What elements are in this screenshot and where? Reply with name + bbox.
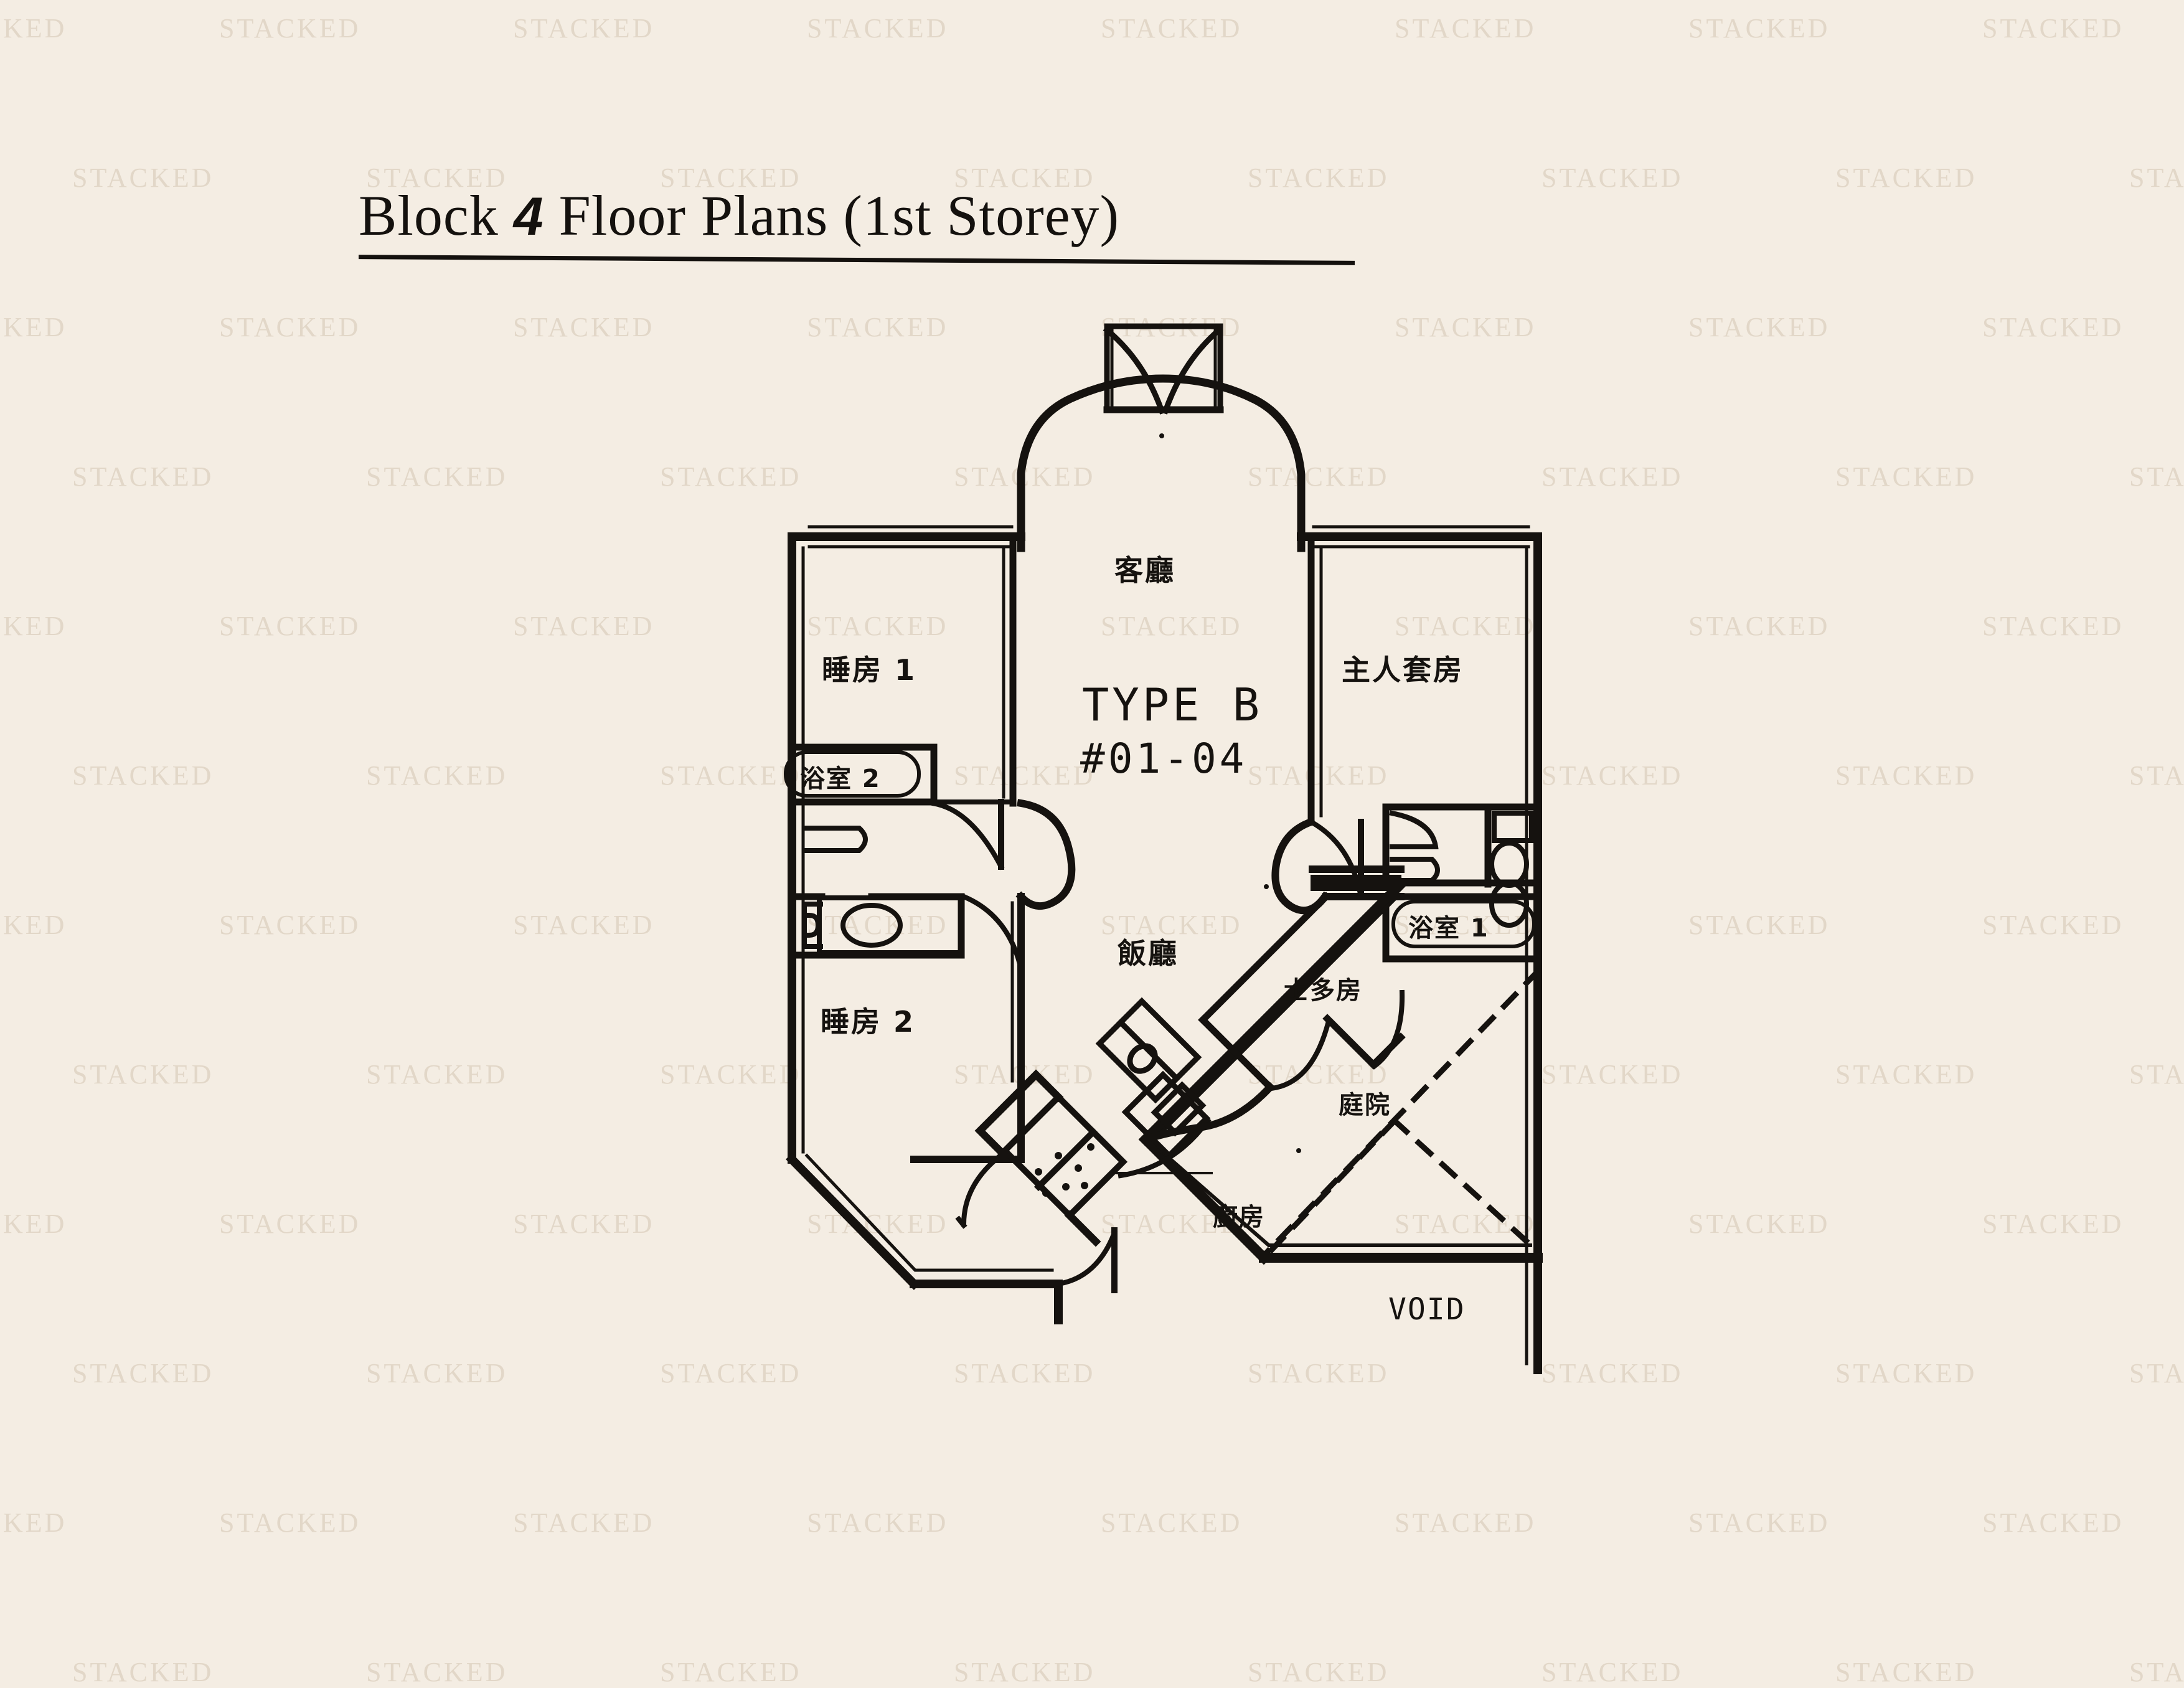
page-title: Block 4 Floor Plans (1st Storey) [359, 184, 1355, 265]
service-exterior-wall [974, 1069, 1101, 1247]
room-label-master: 主人套房 [1342, 653, 1464, 687]
watermark-text: STACKED [954, 1657, 1096, 1687]
room-label-bathroom2: 浴室 2 [800, 765, 881, 793]
store-room-door [1268, 1018, 1332, 1092]
unit-type-label: TYPE B [1082, 679, 1263, 731]
watermark-text: STACKED [1542, 1657, 1683, 1687]
room-label-bathroom1: 浴室 1 [1408, 914, 1489, 943]
unit-number-label: #01-04 [1080, 735, 1248, 783]
room-label-yard: 庭院 [1339, 1091, 1391, 1120]
watermark-text: STACKED [1248, 1657, 1390, 1687]
room-label-kitchen: 廚房 [1213, 1203, 1265, 1232]
bedroom2-bottom-wall [910, 1081, 1025, 1163]
bathroom2-lower-wall [788, 893, 965, 959]
unit-entry-door [1055, 1227, 1118, 1293]
title-block-number: 4 [513, 187, 544, 247]
watermark-text: STACKED [366, 1657, 508, 1687]
yard-door [1371, 989, 1405, 1070]
living-room-walls [1017, 374, 1306, 552]
room-label-dining: 飯廳 [1118, 936, 1179, 970]
title-prefix: Block [359, 184, 499, 247]
entrance-doors [1103, 323, 1224, 415]
bedroom1-door [930, 799, 1011, 870]
room-label-bedroom2: 睡房 2 [821, 1005, 916, 1039]
room-label-living: 客廳 [1114, 554, 1175, 587]
watermark-text: STACKED [72, 1657, 214, 1687]
watermark-text: STACKED [2129, 1657, 2184, 1687]
room-label-void: VOID [1388, 1292, 1466, 1327]
void-dashed-lines [1263, 967, 1542, 1256]
watermark-text: STACKED [1835, 1657, 1977, 1687]
counter-dots [1035, 1143, 1094, 1197]
service-door-swing [955, 1149, 1007, 1229]
room-label-bedroom1: 睡房 1 [822, 653, 917, 687]
bedroom2-diagonal-wall [786, 1153, 1063, 1324]
title-suffix: Floor Plans (1st Storey) [558, 184, 1120, 247]
dining-partition [1309, 865, 1405, 900]
bathroom1-label-box [1391, 900, 1536, 948]
bathroom2-label-box [784, 750, 921, 798]
room-label-store: 士多房 [1284, 976, 1362, 1005]
watermark-text: STACKED [660, 1657, 802, 1687]
floor-plan-drawing [784, 323, 1543, 1374]
bathroom2-fixtures [802, 826, 964, 955]
kitchen-counters [1095, 997, 1211, 1160]
scan-specks [1159, 433, 1301, 1153]
bathroom1-fixtures [1389, 810, 1534, 928]
upper-window-lines [807, 525, 1530, 549]
hall-curve [1015, 799, 1330, 1144]
bathroom2-walls [788, 743, 938, 806]
